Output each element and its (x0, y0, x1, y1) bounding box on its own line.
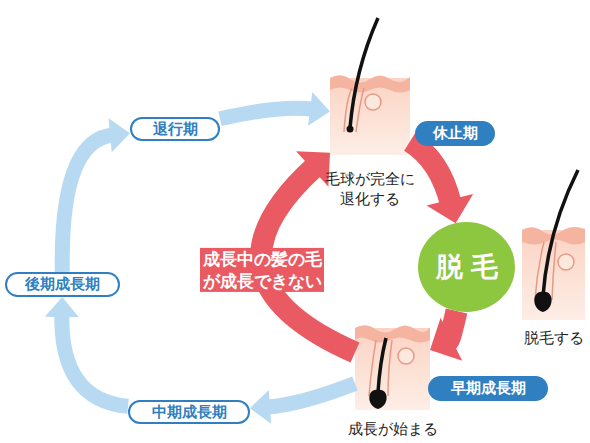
node-text: 退行期 (153, 120, 198, 139)
illustration-box: 毛球が完全に退化する (330, 78, 410, 155)
cycle-arrow (62, 118, 130, 272)
arrow-head (430, 318, 462, 361)
arrow-head (427, 194, 474, 223)
cycle-arrow (45, 297, 128, 406)
hair-shaft (543, 170, 578, 296)
arrow-label: 成長中の髪の毛が成長できない (200, 248, 324, 292)
arrow-head (308, 92, 330, 126)
arrow-head (108, 118, 130, 152)
cycle-arrow (220, 92, 330, 126)
hair-follicle-illustration (330, 18, 410, 155)
arrow-body (267, 384, 355, 407)
node-text: 中期成長期 (152, 403, 227, 422)
phase-label: 退行期 (130, 117, 220, 141)
arrow-head (296, 151, 330, 187)
phase-label: 後期成長期 (5, 272, 120, 297)
phase-label: 中期成長期 (128, 400, 250, 424)
circle-fill (418, 222, 515, 312)
illustration-box: 成長が始まる (355, 328, 430, 410)
cycle-arrow (430, 311, 462, 361)
illustration-box: 脱毛する (522, 230, 585, 320)
arrow-head (250, 390, 271, 424)
shedding-circle: 脱毛 (418, 222, 515, 312)
node-text: 後期成長期 (25, 275, 100, 294)
sebaceous-gland (365, 94, 381, 110)
arrow-body (220, 108, 313, 118)
epidermis (355, 325, 430, 342)
caption-text: 毛球が完全に退化する (322, 169, 418, 210)
node-text: 休止期 (433, 124, 478, 143)
caption-text: 成長が始まる (338, 419, 448, 439)
node-text: 脱毛 (428, 249, 506, 285)
caption-text: 脱毛する (509, 328, 590, 348)
arrow-head (45, 297, 79, 317)
sebaceous-gland (558, 254, 574, 270)
cycle-arrow (250, 384, 355, 424)
hair-bulb (347, 126, 354, 133)
hair-shaft (378, 338, 386, 392)
epidermis (330, 75, 410, 92)
phase-label: 早期成長期 (428, 376, 548, 401)
sebaceous-gland (398, 348, 414, 364)
cycle-arrow (410, 141, 473, 223)
node-text: 早期成長期 (451, 379, 526, 398)
arrow-body (410, 141, 451, 203)
hair-bulb (369, 390, 386, 409)
arrow-body (62, 314, 128, 406)
hair-follicle-illustration (522, 170, 585, 320)
hair-bulb (534, 292, 551, 312)
arrow-body (62, 135, 113, 272)
hair-shaft (350, 18, 378, 128)
phase-label: 休止期 (415, 121, 495, 146)
hair-follicle-illustration (355, 325, 430, 410)
